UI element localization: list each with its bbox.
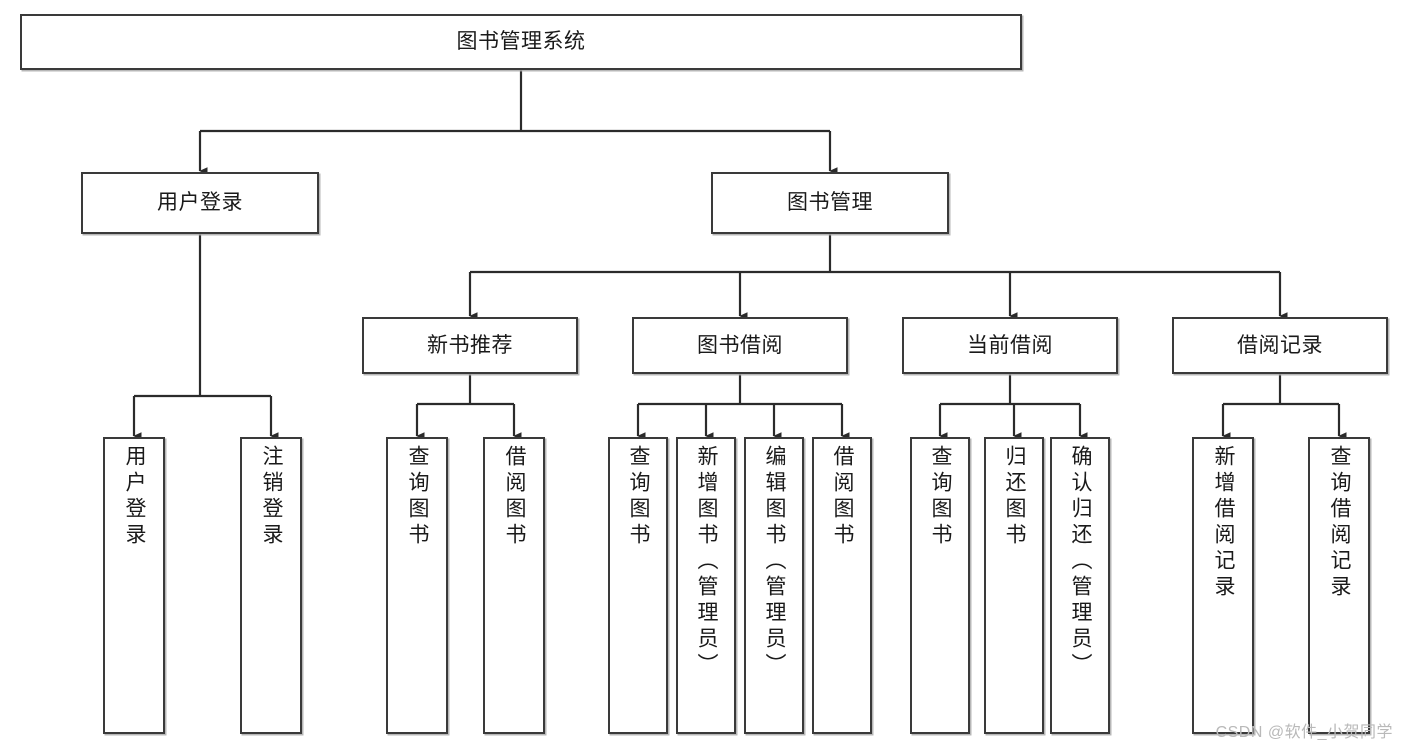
node-label-leaf-add-borrow-record: 新增借阅记录 (1212, 445, 1236, 601)
node-leaf-borrow-book-rec[interactable]: 借阅图书 (483, 437, 545, 734)
node-borrow-record[interactable]: 借阅记录 (1172, 317, 1388, 374)
node-label-leaf-query-book-borrow: 查询图书 (627, 445, 651, 549)
node-leaf-query-book-current[interactable]: 查询图书 (910, 437, 970, 734)
node-user-login[interactable]: 用户登录 (81, 172, 319, 234)
node-label-book-manage: 图书管理 (787, 191, 873, 215)
node-label-current-borrow: 当前借阅 (967, 333, 1053, 357)
node-leaf-add-book-admin[interactable]: 新增图书（管理员） (676, 437, 736, 734)
node-label-user-login: 用户登录 (157, 191, 243, 215)
node-book-borrow[interactable]: 图书借阅 (632, 317, 848, 374)
node-label-leaf-logout-login: 注销登录 (260, 445, 284, 549)
node-label-leaf-borrow-book-rec: 借阅图书 (503, 445, 527, 549)
node-label-leaf-user-login: 用户登录 (123, 445, 147, 549)
node-leaf-confirm-return-admin[interactable]: 确认归还（管理员） (1050, 437, 1110, 734)
connector-group (132, 70, 1347, 440)
node-label-leaf-query-book-current: 查询图书 (929, 445, 953, 549)
node-leaf-logout-login[interactable]: 注销登录 (240, 437, 302, 734)
node-label-leaf-add-book-admin: 新增图书（管理员） (695, 445, 719, 679)
node-label-new-book-recommend: 新书推荐 (427, 333, 513, 357)
watermark-label: CSDN @软件_小贺同学 (1215, 724, 1393, 741)
node-root[interactable]: 图书管理系统 (20, 14, 1022, 70)
node-label-leaf-query-book-rec: 查询图书 (406, 445, 430, 549)
node-label-book-borrow: 图书借阅 (697, 333, 783, 357)
node-book-manage[interactable]: 图书管理 (711, 172, 949, 234)
node-label-leaf-borrow-book-borrow: 借阅图书 (831, 445, 855, 549)
node-current-borrow[interactable]: 当前借阅 (902, 317, 1118, 374)
node-leaf-query-book-rec[interactable]: 查询图书 (386, 437, 448, 734)
node-leaf-query-book-borrow[interactable]: 查询图书 (608, 437, 668, 734)
node-leaf-user-login[interactable]: 用户登录 (103, 437, 165, 734)
node-label-leaf-edit-book-admin: 编辑图书（管理员） (763, 445, 787, 679)
node-leaf-add-borrow-record[interactable]: 新增借阅记录 (1192, 437, 1254, 734)
node-label-leaf-confirm-return-admin: 确认归还（管理员） (1069, 445, 1093, 679)
node-label-leaf-query-borrow-record: 查询借阅记录 (1328, 445, 1352, 601)
node-label-borrow-record: 借阅记录 (1237, 333, 1323, 357)
node-label-leaf-return-book: 归还图书 (1003, 445, 1027, 549)
node-new-book-recommend[interactable]: 新书推荐 (362, 317, 578, 374)
node-leaf-query-borrow-record[interactable]: 查询借阅记录 (1308, 437, 1370, 734)
node-leaf-borrow-book-borrow[interactable]: 借阅图书 (812, 437, 872, 734)
node-leaf-edit-book-admin[interactable]: 编辑图书（管理员） (744, 437, 804, 734)
node-leaf-return-book[interactable]: 归还图书 (984, 437, 1044, 734)
node-label-root: 图书管理系统 (456, 30, 586, 54)
